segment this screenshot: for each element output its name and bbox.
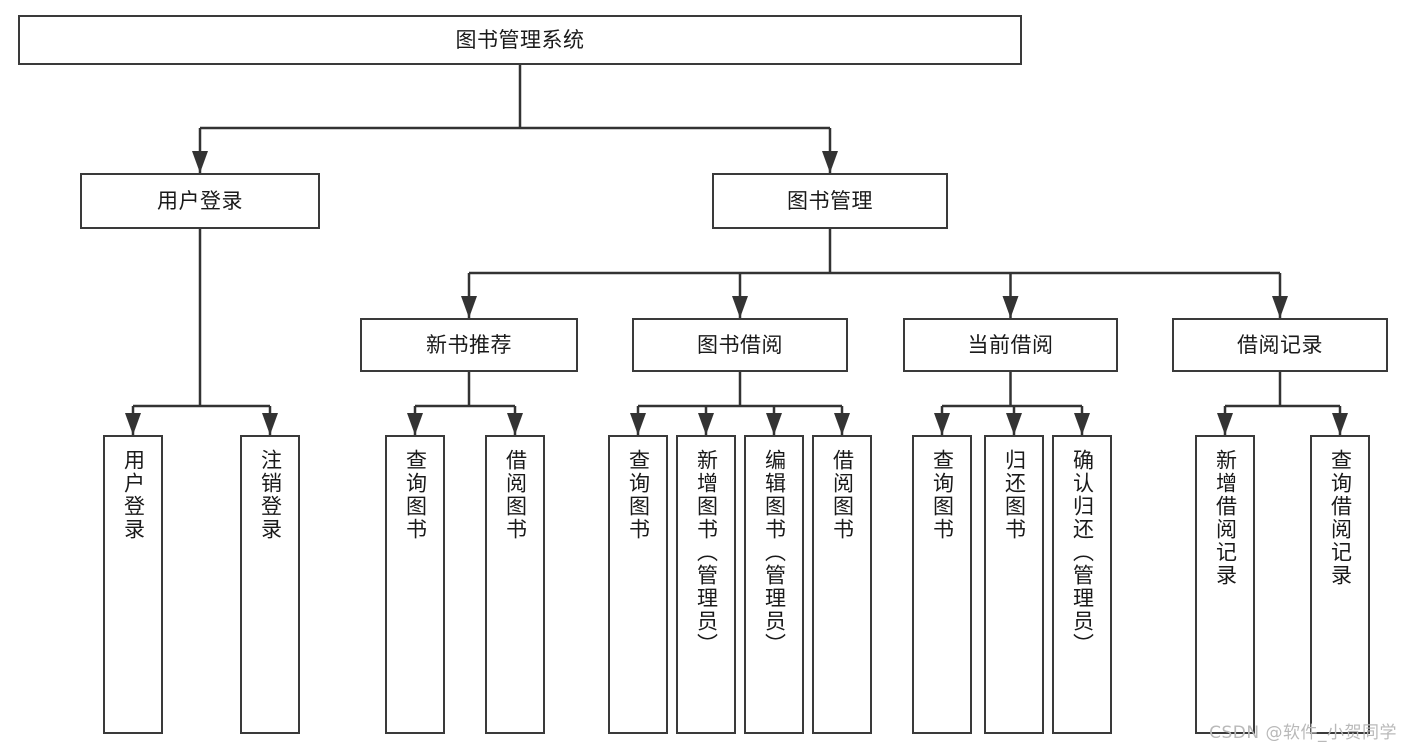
node-new-book-rec: 新书推荐 <box>360 318 578 372</box>
node-leaf-cb-return: 归还图书 <box>984 435 1044 734</box>
node-leaf-cb-confirm: 确认归还（管理员） <box>1052 435 1112 734</box>
node-label: 归还图书 <box>1002 449 1027 541</box>
node-book-borrow: 图书借阅 <box>632 318 848 372</box>
node-leaf-bb-query: 查询图书 <box>608 435 668 734</box>
node-leaf-br-query: 查询借阅记录 <box>1310 435 1370 734</box>
node-leaf-bb-edit: 编辑图书（管理员） <box>744 435 804 734</box>
node-label: 用户登录 <box>157 188 243 213</box>
node-leaf-rec-borrow: 借阅图书 <box>485 435 545 734</box>
node-label: 查询借阅记录 <box>1328 449 1353 587</box>
node-label: 当前借阅 <box>967 332 1054 357</box>
node-leaf-br-add: 新增借阅记录 <box>1195 435 1255 734</box>
node-leaf-bb-add: 新增图书（管理员） <box>676 435 736 734</box>
node-label: 图书管理系统 <box>455 27 585 52</box>
node-leaf-cb-query: 查询图书 <box>912 435 972 734</box>
node-label: 编辑图书（管理员） <box>762 449 787 656</box>
node-root: 图书管理系统 <box>18 15 1022 65</box>
node-label: 查询图书 <box>930 449 955 541</box>
node-label: 查询图书 <box>626 449 651 541</box>
node-label: 用户登录 <box>121 449 146 541</box>
node-label: 新书推荐 <box>426 332 512 357</box>
node-user-login: 用户登录 <box>80 173 320 229</box>
node-label: 新增图书（管理员） <box>694 449 719 656</box>
node-label: 借阅记录 <box>1237 332 1323 357</box>
node-label: 图书借阅 <box>697 332 783 357</box>
node-label: 借阅图书 <box>830 449 855 541</box>
node-label: 借阅图书 <box>503 449 528 541</box>
node-label: 图书管理 <box>787 188 873 213</box>
node-leaf-bb-borrow: 借阅图书 <box>812 435 872 734</box>
node-current-borrow: 当前借阅 <box>903 318 1118 372</box>
node-label: 确认归还（管理员） <box>1070 449 1095 656</box>
node-label: 注销登录 <box>258 449 283 541</box>
node-book-manage: 图书管理 <box>712 173 948 229</box>
node-borrow-record: 借阅记录 <box>1172 318 1388 372</box>
node-leaf-user-logout: 注销登录 <box>240 435 300 734</box>
node-leaf-user-login: 用户登录 <box>103 435 163 734</box>
node-label: 查询图书 <box>403 449 428 541</box>
node-leaf-rec-query: 查询图书 <box>385 435 445 734</box>
node-label: 新增借阅记录 <box>1213 449 1238 587</box>
watermark: CSDN @软件_小贺同学 <box>1209 723 1397 743</box>
